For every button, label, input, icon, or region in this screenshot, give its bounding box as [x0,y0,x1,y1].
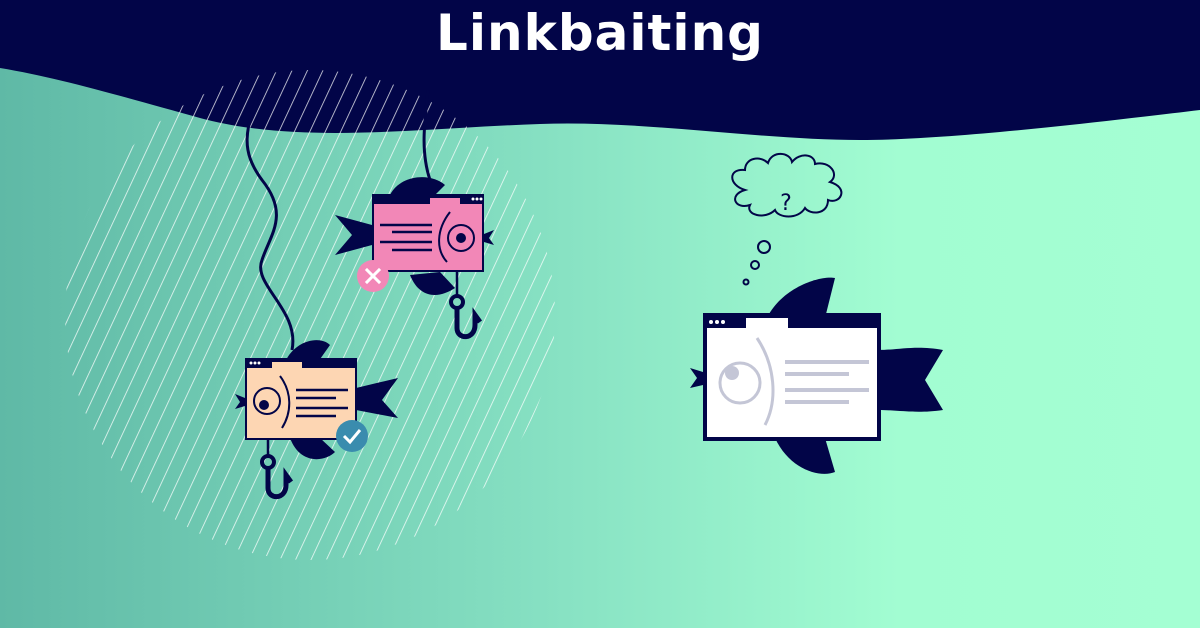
approve-badge [336,420,368,452]
striped-circle [65,70,555,560]
peach-fish [235,340,398,500]
fishing-line-right [422,89,432,181]
reject-badge [357,260,389,292]
thought-bubble [731,152,843,286]
pink-fish [335,177,494,340]
fishing-line-left [245,89,295,351]
page-title: Linkbaiting [436,4,764,62]
check-icon [342,429,362,445]
close-icon [364,267,382,285]
thought-question-mark: ? [780,191,792,216]
white-fish: ? [690,152,943,474]
